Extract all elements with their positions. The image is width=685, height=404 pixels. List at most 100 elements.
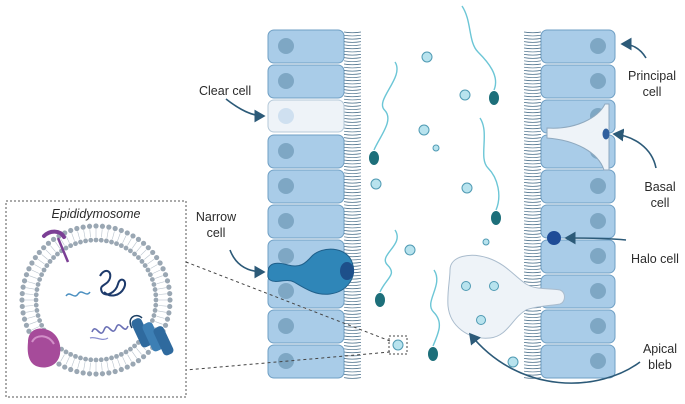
lipid-head (86, 223, 93, 229)
lipid-tail (101, 229, 103, 238)
stereocilium (343, 63, 362, 66)
stereocilium (343, 54, 362, 56)
sperm-tail (373, 61, 398, 151)
lipid-tail (127, 354, 132, 362)
sperm-head (428, 347, 438, 361)
sperm-tail (461, 5, 497, 91)
stereocilium (343, 226, 362, 229)
basal-cell (546, 103, 610, 171)
label-halo-cell: Halo cell (631, 252, 679, 266)
lipid-tail (26, 287, 35, 290)
lipid-head (153, 292, 159, 298)
clear-cell (267, 99, 345, 133)
stereocilium (523, 335, 542, 338)
stereocilium (343, 114, 362, 117)
lipid-head (114, 241, 119, 247)
stereocilium (343, 345, 362, 347)
stereocilium (523, 239, 542, 242)
stereocilium (343, 140, 362, 142)
lipid-head (63, 349, 69, 355)
stereocilium (523, 358, 542, 360)
cell-nucleus (590, 38, 606, 54)
lipid-head (19, 303, 25, 310)
lipid-head (99, 371, 106, 377)
stereocilium (523, 246, 542, 248)
lipid-head (164, 316, 171, 322)
stereocilium (343, 60, 362, 62)
lipid-tail (131, 241, 137, 249)
lipid-tail (45, 249, 52, 256)
stereocilium (523, 44, 542, 46)
lipid-head (167, 297, 173, 303)
stereocilium (523, 198, 542, 200)
lipid-head (78, 355, 83, 361)
stereocilium (343, 358, 362, 360)
vesicle (461, 182, 473, 194)
stereocilium (343, 162, 362, 165)
sperm-head (375, 293, 385, 307)
stereocilium (343, 207, 362, 210)
lipid-head (150, 249, 156, 256)
lipid-head (167, 303, 173, 310)
stereocilium (523, 114, 542, 117)
stereocilium (343, 134, 362, 136)
stereocilium (523, 204, 542, 206)
stereocilium (343, 316, 362, 318)
lipid-head (128, 346, 133, 352)
lipid-head (37, 277, 43, 282)
lipid-head (51, 255, 56, 260)
lipid-head (21, 316, 28, 322)
stereocilium (523, 268, 542, 270)
stereocilium (343, 175, 362, 178)
stereocilium (343, 233, 362, 235)
stereocilium (523, 159, 542, 162)
lipid-tail (156, 281, 165, 284)
lipid-head (135, 236, 142, 242)
stereocilium (523, 66, 542, 69)
stereocilium (523, 233, 542, 235)
stereocilium (523, 258, 542, 261)
lipid-head (130, 361, 136, 367)
cell-nucleus (278, 143, 294, 159)
lipid-tail (157, 310, 166, 313)
stereocilium (343, 322, 362, 325)
stereocilium (343, 73, 362, 75)
left-epithelium (267, 29, 362, 379)
lipid-tail (155, 321, 163, 325)
stereocilium (523, 214, 542, 216)
stereocilium (523, 242, 542, 245)
stereocilium (343, 38, 362, 40)
lipid-head (80, 370, 86, 376)
stereocilium (343, 310, 362, 312)
stereocilium (523, 134, 542, 136)
cell-nucleus (278, 73, 294, 89)
vesicle (370, 178, 382, 190)
lipid-tail (29, 275, 37, 279)
stereocilium (343, 342, 362, 344)
spermatozoa (369, 5, 501, 361)
stereocilium (523, 249, 542, 251)
stereocilium (523, 38, 542, 40)
stereocilium (343, 137, 362, 139)
lipid-head (20, 284, 26, 290)
lipid-tail (60, 354, 65, 362)
lipid-tail (117, 359, 121, 367)
stereocilium (523, 226, 542, 229)
stereocilium (343, 210, 362, 213)
stereocilium (523, 217, 542, 219)
stereocilium (523, 89, 542, 91)
stereocilium (343, 102, 362, 104)
stereocilium (343, 121, 362, 123)
label-narrow-cell-2: cell (207, 226, 226, 240)
stereocilium (523, 345, 542, 347)
stereocilium (523, 140, 542, 142)
lipid-head (35, 313, 41, 318)
stereocilium (523, 338, 542, 341)
stereocilium (523, 332, 542, 334)
stereocilium (343, 351, 362, 354)
stereocilium (523, 367, 542, 370)
lipid-head (123, 349, 129, 355)
lipid-head (39, 322, 45, 328)
lipid-head (74, 368, 80, 375)
lipid-tail (106, 361, 109, 370)
